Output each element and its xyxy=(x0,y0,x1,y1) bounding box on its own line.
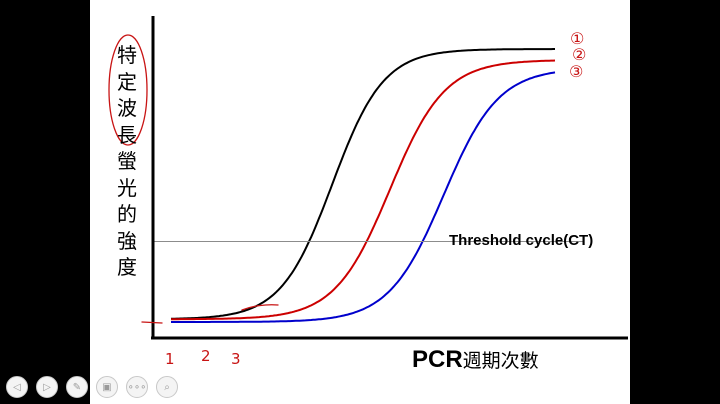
y-axis-label-char: 光 xyxy=(117,175,137,200)
y-axis-label-char: 長 xyxy=(117,122,137,147)
chart: ①②③ 1 2 3 xyxy=(108,16,628,368)
ink-annotation-label: ① xyxy=(570,29,584,48)
ink-curve-mark xyxy=(241,304,279,311)
ink-annotation-label: 2 xyxy=(201,347,211,365)
ink-annotation-label: 3 xyxy=(231,350,241,368)
y-axis-label-char: 的 xyxy=(117,202,137,226)
pen-tool-button[interactable]: ✎ xyxy=(66,376,88,398)
amplification-curve-2 xyxy=(171,59,556,321)
y-axis-label-char: 特 xyxy=(117,43,137,67)
next-slide-button[interactable]: ▷ xyxy=(36,376,58,398)
prev-slide-icon: ◁ xyxy=(13,381,21,393)
ink-origin-mark xyxy=(141,321,163,324)
slide-view-icon: ▣ xyxy=(102,381,112,393)
next-slide-icon: ▷ xyxy=(43,381,51,393)
x-axis-label-latin: PCR xyxy=(412,346,463,373)
more-options-button[interactable]: ∘∘∘ xyxy=(126,376,148,398)
ink-annotation-label: 1 xyxy=(165,350,175,368)
y-axis-label-char: 度 xyxy=(117,255,137,279)
y-axis-label-char: 定 xyxy=(117,69,137,94)
ink-annotation-label: ③ xyxy=(569,62,583,81)
threshold-label: Threshold cycle(CT) xyxy=(449,232,594,249)
amplification-curve-1 xyxy=(170,48,555,320)
presentation-toolbar: ◁ ▷ ✎ ▣ ∘∘∘ ⌕ xyxy=(6,376,178,398)
ink-ylabel-circle xyxy=(108,34,148,146)
prev-slide-button[interactable]: ◁ xyxy=(6,376,28,398)
slide-view-button[interactable]: ▣ xyxy=(96,376,118,398)
y-axis-label-char: 強 xyxy=(117,228,137,253)
y-axis-label: 特定波長螢光的強度 xyxy=(114,42,140,281)
pen-tool-icon: ✎ xyxy=(72,381,82,393)
zoom-icon: ⌕ xyxy=(164,381,170,393)
x-axis-label-cjk: 週期次數 xyxy=(462,350,539,372)
y-axis-label-char: 波 xyxy=(117,96,137,120)
more-options-icon: ∘∘∘ xyxy=(127,381,147,393)
y-axis-label-char: 螢 xyxy=(117,149,137,173)
zoom-button[interactable]: ⌕ xyxy=(156,376,178,398)
amplification-curve-3 xyxy=(171,71,556,323)
x-axis-label: PCR 週期次數 xyxy=(412,346,539,374)
ink-annotation-label: ② xyxy=(572,45,586,64)
